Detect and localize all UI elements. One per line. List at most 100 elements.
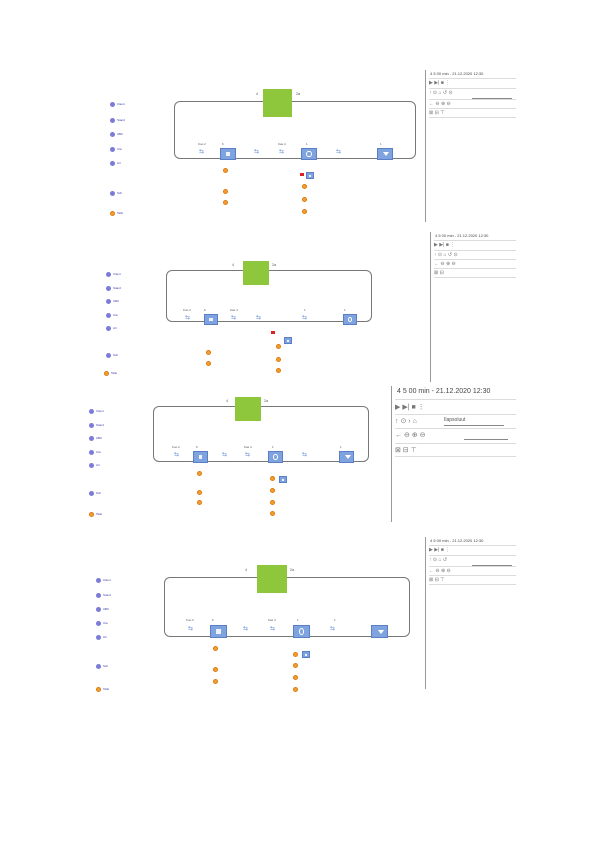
zoom-toolbar[interactable]: ← ⊖ ⊕ ⊖ [395, 432, 426, 439]
station-label: 1 [297, 618, 299, 622]
divider [434, 240, 516, 241]
divider [395, 456, 516, 457]
process-block[interactable] [343, 314, 357, 325]
sink-node [206, 350, 211, 355]
divider [429, 88, 516, 89]
process-block[interactable] [284, 337, 292, 344]
process-block[interactable] [293, 625, 310, 638]
process-block[interactable] [302, 651, 310, 658]
sink-node [206, 361, 211, 366]
playback-controls[interactable]: ▶ ▶| ■ ⋮ [429, 547, 451, 553]
left-item-label: Cla [96, 450, 101, 454]
process-block[interactable] [377, 148, 393, 160]
station-label: 6 [212, 618, 214, 622]
gate-block[interactable] [263, 89, 292, 117]
source-node [110, 147, 115, 152]
process-block[interactable] [339, 451, 354, 463]
view-select[interactable]: Ilapsoluut [444, 417, 504, 426]
sink-node [270, 511, 275, 516]
navigation-toolbar[interactable]: ↑ ⊙ ⌂ ↺ ⊙ [429, 90, 453, 96]
left-item-label: Stand [103, 593, 111, 597]
process-block[interactable] [210, 625, 227, 638]
station-label: Kas 4 [230, 308, 238, 312]
properties-sidebar: 4 5 00 min - 21.12.2020 12:30 ▶ ▶| ■ ⋮ ↑… [425, 537, 516, 689]
source-node [110, 132, 115, 137]
queue-icon: ⇆ [231, 315, 237, 321]
divider [429, 575, 516, 576]
source-node [96, 593, 101, 598]
process-block[interactable] [193, 451, 208, 463]
queue-icon: ⇆ [302, 315, 308, 321]
left-item-label: Arr [113, 326, 117, 330]
gate-block[interactable] [257, 565, 287, 593]
view-select[interactable] [472, 94, 512, 99]
station-label: 1 [334, 618, 336, 622]
station-label: 1 [344, 308, 346, 312]
left-item-label: Arr [103, 635, 107, 639]
sink-node [110, 211, 115, 216]
sidebar-title: 4 5 00 min - 21.12.2020 12:30 [435, 233, 489, 238]
process-block[interactable] [371, 625, 388, 638]
left-item-label: Stand [117, 118, 125, 122]
sink-node [197, 500, 202, 505]
source-node [110, 191, 115, 196]
loop-top-label: 4 [226, 399, 228, 403]
gate-block[interactable] [235, 397, 261, 421]
navigation-toolbar[interactable]: ↑ ⊙ ⌂ ↺ [429, 557, 448, 563]
process-loop [166, 270, 372, 322]
process-block[interactable] [306, 172, 314, 179]
source-node [96, 664, 101, 669]
navigation-toolbar[interactable]: ↑ ⊙ › ⌂ [395, 418, 417, 425]
left-item-label: Client [103, 578, 111, 582]
sink-node [213, 667, 218, 672]
process-block[interactable] [279, 476, 287, 483]
playback-controls[interactable]: ▶ ▶| ■ ⋮ [429, 80, 451, 86]
playback-controls[interactable]: ▶ ▶| ■ ⋮ [434, 242, 456, 248]
layout-toolbar[interactable]: ⊠ ⊟ ⊤ [429, 577, 445, 583]
navigation-toolbar[interactable]: ↑ ⊙ ⌂ ↺ ⊙ [434, 252, 458, 258]
process-block[interactable] [268, 451, 283, 463]
divider [395, 443, 516, 444]
zoom-select[interactable] [464, 431, 508, 440]
source-node [89, 423, 94, 428]
properties-sidebar: 4 5 00 min - 21.12.2020 12:30 ▶ ▶| ■ ⋮ ↑… [391, 386, 516, 522]
queue-icon: ⇆ [199, 149, 205, 155]
left-last-label: Tallo [111, 371, 118, 375]
zoom-toolbar[interactable]: ← ⊖ ⊕ ⊖ [429, 101, 451, 107]
divider [395, 428, 516, 429]
sink-node [293, 663, 298, 668]
process-block[interactable] [204, 314, 218, 325]
gate-label: 2a [290, 568, 294, 572]
divider [434, 250, 516, 251]
process-block[interactable] [301, 148, 317, 160]
gate-block[interactable] [243, 261, 269, 285]
sidebar-title: 4 5 00 min - 21.12.2020 12:30 [397, 388, 491, 395]
queue-icon: ⇆ [185, 315, 191, 321]
source-node [89, 436, 94, 441]
divider [429, 108, 516, 109]
sink-node [276, 344, 281, 349]
process-block[interactable] [220, 148, 236, 160]
source-node [89, 409, 94, 414]
divider [429, 78, 516, 79]
layout-toolbar[interactable]: ⊠ ⊟ ⊤ [395, 447, 417, 454]
left-item-label: Cla [113, 313, 118, 317]
zoom-toolbar[interactable]: ← ⊖ ⊕ ⊖ [429, 568, 451, 574]
left-item-label: Sch [96, 491, 102, 495]
playback-controls[interactable]: ▶ ▶| ■ ⋮ [395, 404, 425, 411]
layout-toolbar[interactable]: ⊠ ⊟ [434, 270, 444, 276]
source-node [96, 578, 101, 583]
divider [429, 566, 516, 567]
layout-toolbar[interactable]: ⊠ ⊟ ⊤ [429, 110, 445, 116]
sink-node [223, 189, 228, 194]
station-label: Kas 4 [268, 618, 276, 622]
sink-node [197, 490, 202, 495]
view-select[interactable] [472, 561, 512, 566]
zoom-toolbar[interactable]: ← ⊖ ⊕ ⊖ [434, 261, 456, 267]
left-last-label: Tallo [103, 687, 110, 691]
station-label: 1 [306, 142, 308, 146]
left-item-label: ABC [96, 436, 103, 440]
queue-icon: ⇆ [270, 626, 276, 632]
